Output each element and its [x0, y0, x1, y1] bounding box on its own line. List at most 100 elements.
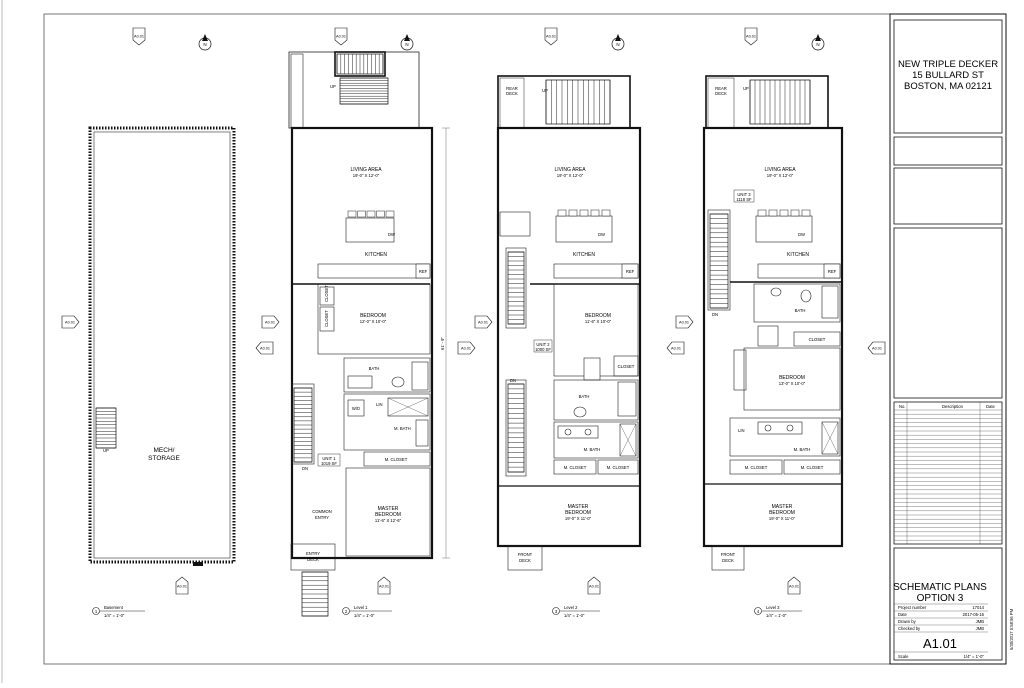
level2-plan: REAR DECK UP DN UNIT 2 1000 SF REF DW LI…: [496, 75, 642, 618]
basement-view-scale: 1/4" = 1'-0": [104, 613, 125, 618]
level1-mbath-label: M. BATH: [394, 426, 411, 431]
field-label-project-number: Project number: [898, 605, 927, 610]
level3-master-line-2: BEDROOM: [769, 510, 795, 516]
level1-dw: DW: [388, 232, 395, 237]
level3-bath-label: BATH: [795, 308, 806, 313]
level1-master-dim: 11'-6" X 12'-6": [375, 518, 402, 523]
basement-view-number: 1: [95, 609, 98, 614]
elevation-tag-label: A0.01: [265, 321, 275, 325]
bar-stool: [557, 209, 567, 217]
level3-unit-label: UNIT 3: [737, 192, 751, 197]
level2-bedroom-dim: 11'-6" X 10'-0": [585, 319, 612, 324]
level1-entry-line-2: DECK: [307, 557, 319, 562]
level3-view-number: 4: [757, 609, 760, 614]
elevation-tag: [132, 27, 146, 46]
elevation-tag-label: A0.01: [65, 321, 75, 325]
north-arrow-label: N: [203, 42, 206, 47]
elevation-tag: [666, 341, 685, 355]
rev-header-no: No.: [899, 404, 906, 409]
level3-bedroom-label: BEDROOM: [779, 375, 805, 381]
level3-front-line-2: DECK: [722, 558, 734, 563]
level3-living-label: LIVING AREA: [764, 167, 796, 173]
level3-view-title: Level 3: [766, 605, 780, 610]
north-arrow-head: [615, 34, 621, 41]
elevation-tag-label: A0.01: [546, 35, 556, 39]
bar-stool: [768, 209, 778, 217]
field-label-date: Date: [898, 612, 908, 617]
elevation-tag-label: A0.01: [789, 585, 799, 589]
rev-header-description: Description: [942, 404, 964, 409]
level3-ref: REF: [828, 269, 837, 274]
level2-master-dim: 19'-0" X 11'-0": [565, 516, 592, 521]
elevation-tag-label: A0.01: [478, 321, 488, 325]
bar-stool: [590, 209, 600, 217]
level3-mbath-label: M. BATH: [794, 447, 811, 452]
bar-stool: [757, 209, 767, 217]
stair-outline: [301, 571, 329, 617]
bar-stool: [366, 210, 376, 218]
field-label-drawn-by: Drawn by: [898, 619, 917, 624]
level2-master-line-1: MASTER: [568, 504, 589, 510]
level1-unit-label: UNIT 1: [322, 456, 336, 461]
field-value-drawn-by: JMB: [976, 619, 985, 624]
bar-stool: [385, 210, 395, 218]
elevation-tag: [457, 341, 476, 355]
level2-mbath-label: M. BATH: [584, 447, 601, 452]
north-arrow-head: [202, 34, 208, 41]
level3-master-line-1: MASTER: [772, 504, 793, 510]
project-address: 15 BULLARD ST: [912, 70, 984, 81]
level2-closet-label: CLOSET: [618, 364, 635, 369]
level1-up-label: UP: [330, 84, 336, 89]
elevation-tag: [474, 315, 493, 329]
level3-bedroom-dim: 13'-0" X 10'-0": [779, 381, 806, 386]
elevation-tag: [61, 315, 80, 329]
level1-bath-label: BATH: [369, 366, 380, 371]
elevation-tag: [544, 27, 558, 46]
level1-closet-a: CLOSET: [324, 285, 329, 302]
level3-closet-label: CLOSET: [809, 337, 826, 342]
field-value-project-number: 17014: [972, 605, 984, 610]
level1-kitchen-label: KITCHEN: [365, 252, 387, 258]
stair-outline: [749, 79, 811, 125]
elevation-tag-label: A0.01: [679, 321, 689, 325]
rev-header-date: Date: [986, 404, 996, 409]
basement-stair: [95, 407, 117, 449]
level1-wd: W/D: [352, 406, 360, 411]
sheet-number: A1.01: [923, 636, 957, 651]
level2-front-line-2: DECK: [519, 558, 531, 563]
level2-bath-label: BATH: [579, 394, 590, 399]
north-arrow-label: N: [405, 42, 408, 47]
elevation-tag-label: A0.01: [746, 35, 756, 39]
elevation-tag: [255, 341, 274, 355]
level1-bedroom-label: BEDROOM: [360, 313, 386, 319]
north-arrow-label: N: [816, 42, 819, 47]
level2-mcloset-a: M. CLOSET: [564, 465, 587, 470]
level3-mcloset-a: M. CLOSET: [745, 465, 768, 470]
sheet-title-line-2: OPTION 3: [917, 593, 964, 604]
level2-kitchen-label: KITCHEN: [573, 252, 595, 258]
elevation-tag-label: A0.01: [671, 347, 681, 351]
elevation-tag-label: A0.01: [336, 35, 346, 39]
elevation-tag-label: A0.01: [260, 347, 270, 351]
level2-mcloset-b: M. CLOSET: [607, 465, 630, 470]
stair-outline: [95, 407, 117, 449]
elevation-tag: [175, 576, 189, 595]
field-value-checked-by: JMB: [976, 626, 985, 631]
bar-stool: [347, 210, 357, 218]
level3-rear-line-1: REAR: [715, 86, 727, 91]
level2-front-line-1: FRONT: [518, 552, 533, 557]
basement-room-line-2: STORAGE: [148, 455, 180, 462]
elevation-tag: [744, 27, 758, 46]
field-label-checked-by: Checked by: [898, 626, 921, 631]
level1-view-number: 2: [345, 609, 348, 614]
bar-stool: [376, 210, 385, 218]
level1-plan: UP REF LIVING AREA 19'-0" X 12'-0" KITCH…: [288, 51, 450, 618]
level2-dn-label: DN: [510, 378, 516, 383]
level3-unit-area: 1118 SF: [736, 197, 752, 202]
basement-view-title: Basement: [104, 605, 124, 610]
level3-dw: DW: [798, 232, 805, 237]
level2-rear-line-1: REAR: [506, 86, 518, 91]
elevation-tag: [261, 315, 280, 329]
